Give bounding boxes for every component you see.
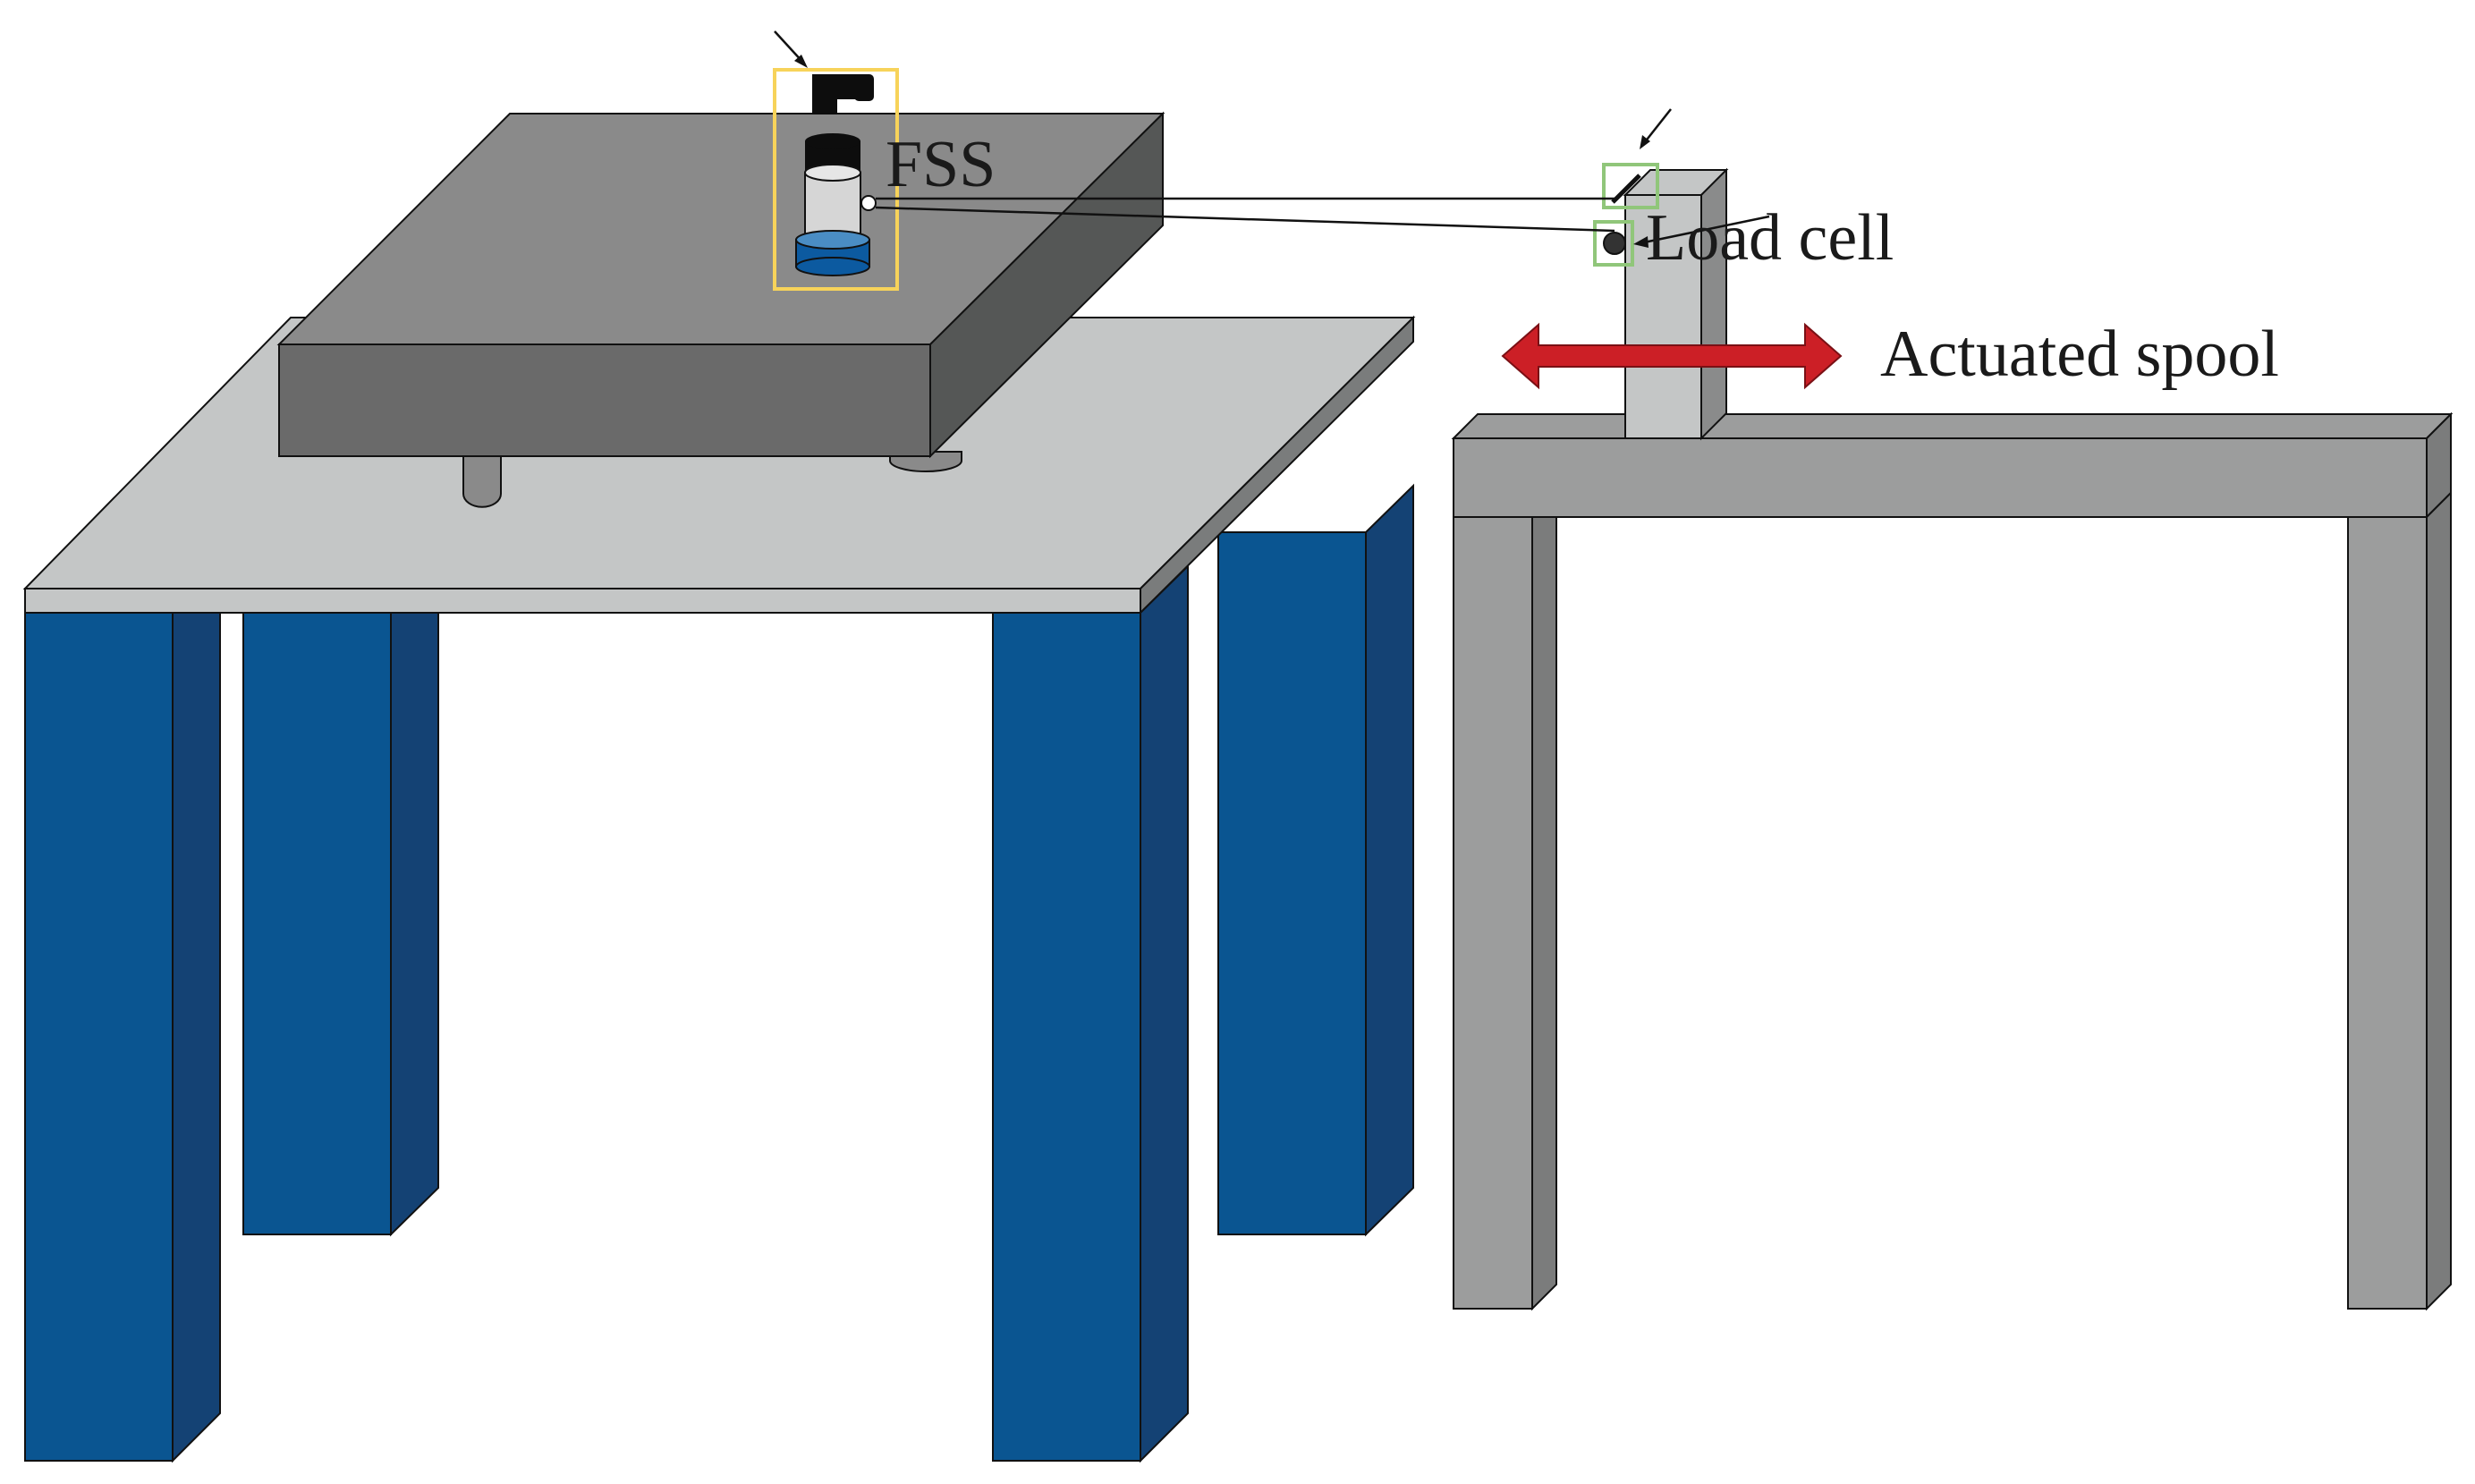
table-front-left-leg — [24, 612, 221, 1463]
right-frame — [1451, 411, 2454, 1311]
table-back-right-leg — [1217, 483, 1414, 1237]
fss-highlight-box — [773, 68, 899, 291]
table-back-left-leg — [242, 559, 439, 1237]
load-cell-highlight-box-bottom — [1593, 220, 1634, 267]
spool-post — [1623, 167, 1729, 441]
actuation-double-arrow — [1501, 322, 1843, 390]
fss-sensor — [795, 74, 877, 276]
plate-feet — [462, 451, 962, 508]
load-cell-highlight-box-top — [1602, 163, 1659, 209]
fss-label: FSS — [886, 128, 996, 201]
left-table — [22, 315, 1416, 1463]
load-cell — [1603, 174, 1641, 255]
fss-pointer-arrow — [774, 30, 808, 68]
load-cell-pointer-arrow — [1640, 108, 1672, 149]
actuated-spool-label: Actuated spool — [1880, 318, 2279, 391]
load-cell-lead-line — [1633, 215, 1770, 248]
table-front-right-leg — [992, 564, 1189, 1463]
load-cell-label: Load cell — [1646, 201, 1894, 275]
tether-cables — [875, 197, 1615, 233]
